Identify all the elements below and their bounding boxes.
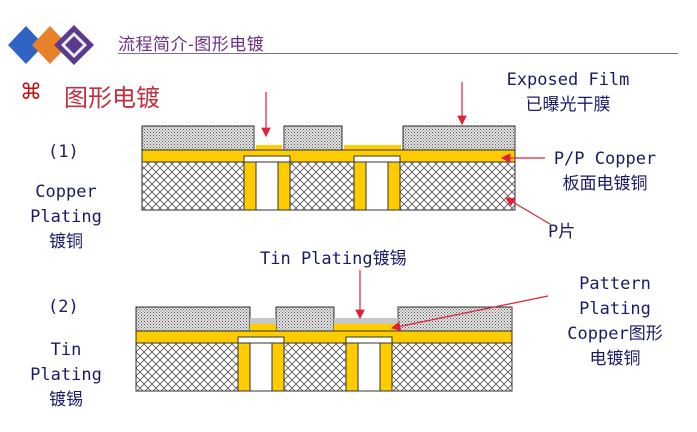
step1-board (141, 125, 516, 211)
step2-label: Tin Plating 镀锡 (30, 340, 102, 410)
pattern-copper-label: Pattern Plating Copper图形 电镀铜 (567, 274, 663, 369)
prepreg-label: P片 (548, 222, 576, 242)
prepreg-core (141, 161, 516, 211)
section-heading: 图形电镀 (64, 84, 160, 112)
step2-board (135, 306, 513, 392)
panel-copper-layer (141, 149, 516, 163)
pattern-copper-arrow (390, 295, 549, 332)
exposed-film (283, 125, 343, 151)
exposed-film (275, 306, 335, 332)
tin-plating-caption: Tin Plating镀锡 (260, 249, 407, 269)
command-key-icon: ⌘ (20, 80, 42, 105)
panel-copper-label: P/P Copper 板面电镀铜 (553, 149, 657, 194)
panel-copper-layer (135, 330, 513, 344)
exposed-film-label: Exposed Film 已曝光干膜 (506, 70, 630, 115)
step2-number: (2) (48, 297, 79, 317)
exposed-film (402, 125, 516, 151)
slide-title: 流程简介-图形电镀 (118, 35, 265, 55)
prepreg-core (135, 342, 513, 392)
exposed-film (397, 306, 513, 332)
diamond-logo-icon (6, 22, 106, 68)
step1-number: (1) (48, 142, 79, 162)
title-divider (118, 53, 678, 54)
exposed-film (135, 306, 251, 332)
step1-label: Copper Plating 镀铜 (30, 182, 102, 252)
exposed-film (141, 125, 255, 151)
prepreg-arrow (504, 197, 551, 225)
